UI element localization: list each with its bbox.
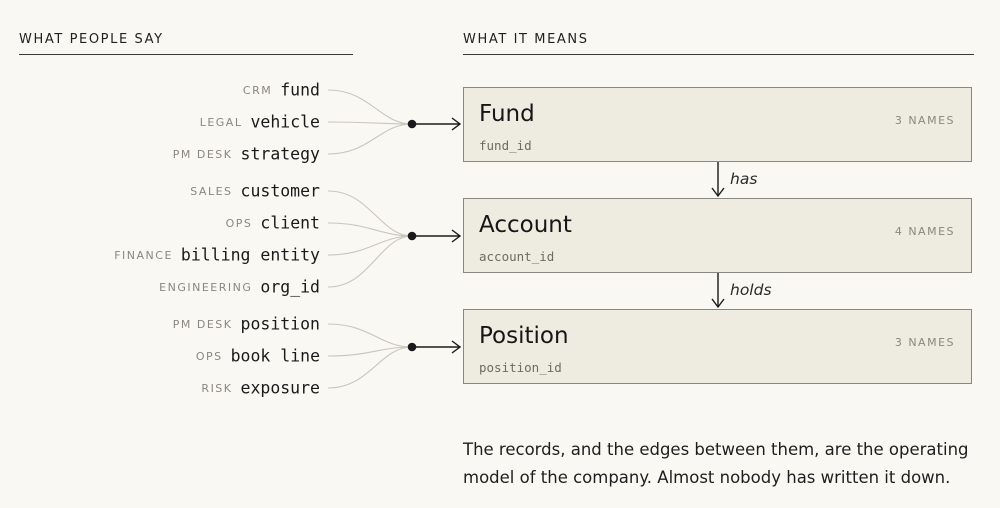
connector-curve xyxy=(327,346,413,357)
edge-label-has: has xyxy=(730,170,758,188)
term-word: billing entity xyxy=(180,245,320,265)
term-row: SALES customer xyxy=(190,181,320,201)
right-header-rule xyxy=(463,54,974,55)
team-label: CRM xyxy=(242,83,273,97)
term-word: client xyxy=(260,213,320,233)
connector-curve xyxy=(327,222,413,237)
position-term-connectors xyxy=(327,323,413,389)
left-section-header: WHAT PEOPLE SAY xyxy=(19,32,164,47)
entity-name-count: 3 NAMES xyxy=(894,336,955,349)
term-word: exposure xyxy=(240,378,320,398)
term-word: fund xyxy=(280,80,320,100)
team-label: OPS xyxy=(225,216,253,230)
fund-term-connectors xyxy=(327,89,413,155)
entity-name-count: 4 NAMES xyxy=(894,225,955,238)
connector-curve xyxy=(327,190,413,237)
team-label: FINANCE xyxy=(114,248,173,262)
entity-card-account: Account account_id 4 NAMES xyxy=(463,198,972,273)
arrowhead-icon xyxy=(711,298,725,309)
team-label: PM DESK xyxy=(172,317,233,331)
team-label: RISK xyxy=(201,381,233,395)
team-label: PM DESK xyxy=(172,147,233,161)
left-header-rule xyxy=(19,54,353,55)
entity-card-fund: Fund fund_id 3 NAMES xyxy=(463,87,972,162)
term-word: position xyxy=(240,314,320,334)
term-row: RISK exposure xyxy=(201,378,320,398)
entity-name-count: 3 NAMES xyxy=(894,114,955,127)
arrowhead-icon xyxy=(451,229,462,243)
term-row: PM DESK strategy xyxy=(173,144,320,164)
entity-key: account_id xyxy=(479,249,555,264)
arrowhead-icon xyxy=(451,117,462,131)
term-row: LEGAL vehicle xyxy=(200,112,320,132)
term-word: vehicle xyxy=(250,112,320,132)
term-word: org_id xyxy=(260,277,320,297)
connector-curve xyxy=(327,123,413,155)
team-label: LEGAL xyxy=(199,115,243,129)
term-row: PM DESK position xyxy=(173,314,320,334)
term-row: OPS book line xyxy=(196,346,320,366)
team-label: ENGINEERING xyxy=(159,280,253,294)
term-word: book line xyxy=(230,346,320,366)
term-row: OPS client xyxy=(226,213,320,233)
right-section-header: WHAT IT MEANS xyxy=(463,32,589,47)
entity-name: Account xyxy=(479,212,572,238)
account-term-connectors xyxy=(327,190,413,288)
connector-curve xyxy=(327,235,413,256)
term-word: strategy xyxy=(240,144,320,164)
entity-name: Position xyxy=(479,323,569,349)
connector-curve xyxy=(327,235,413,288)
entity-name: Fund xyxy=(479,101,535,127)
entity-key: position_id xyxy=(479,360,562,375)
connector-curve xyxy=(327,323,413,348)
caption-text: The records, and the edges between them,… xyxy=(463,440,969,487)
entity-key: fund_id xyxy=(479,138,532,153)
connector-curve xyxy=(327,121,413,125)
team-label: SALES xyxy=(190,184,233,198)
connector-curve xyxy=(327,346,413,389)
arrowhead-icon xyxy=(451,340,462,354)
term-row: CRM fund xyxy=(243,80,320,100)
arrowhead-icon xyxy=(711,187,725,198)
term-row: FINANCE billing entity xyxy=(114,245,320,265)
edge-label-holds: holds xyxy=(730,281,772,299)
connector-curve xyxy=(327,89,413,125)
entity-card-position: Position position_id 3 NAMES xyxy=(463,309,972,384)
team-label: OPS xyxy=(195,349,223,363)
term-row: ENGINEERING org_id xyxy=(159,277,320,297)
term-word: customer xyxy=(240,181,320,201)
